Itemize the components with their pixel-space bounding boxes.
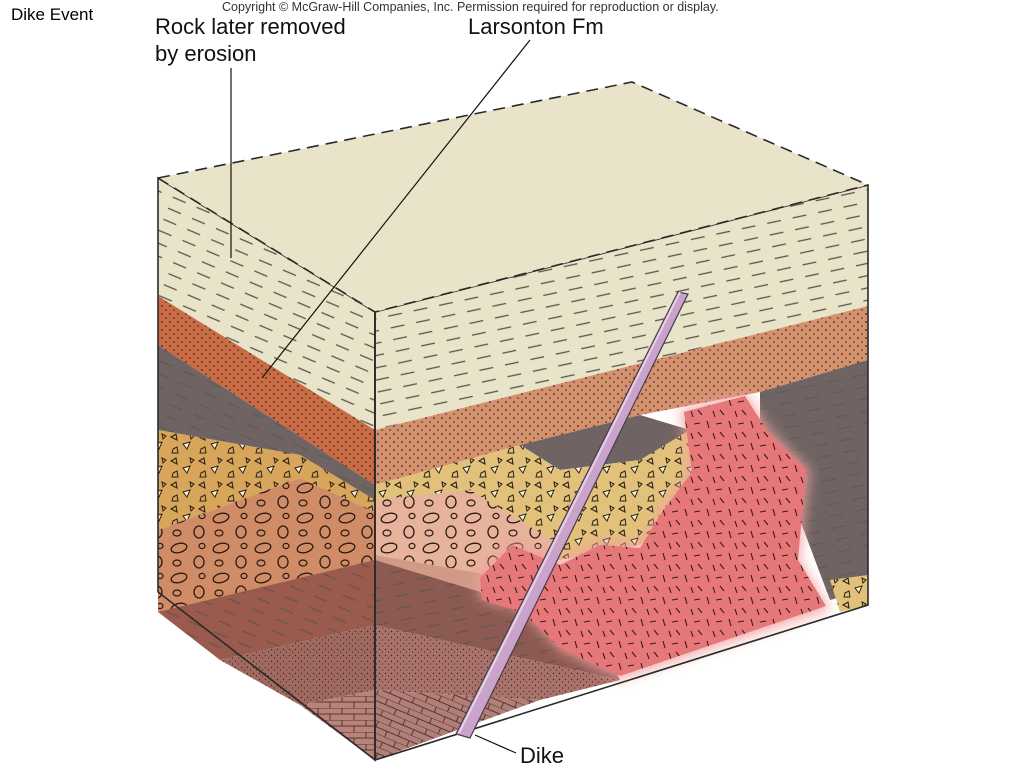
- larsonton-leader: [261, 39, 531, 379]
- dike-label: Dike: [520, 743, 565, 768]
- erosion-label-line-2: by erosion: [155, 41, 257, 66]
- erosion-label-line-1: Rock later removed: [155, 14, 346, 39]
- erosion-label: Rock later removed by erosion: [155, 13, 346, 67]
- front-face: [374, 183, 869, 762]
- top-face: [157, 81, 869, 760]
- dike-leader: [474, 734, 517, 754]
- dike: [455, 291, 689, 739]
- copyright-notice: Copyright © McGraw-Hill Companies, Inc. …: [222, 0, 719, 14]
- larsonton-label: Larsonton Fm: [468, 14, 604, 39]
- left-face: [157, 176, 376, 762]
- slide-title: Dike Event: [11, 5, 94, 24]
